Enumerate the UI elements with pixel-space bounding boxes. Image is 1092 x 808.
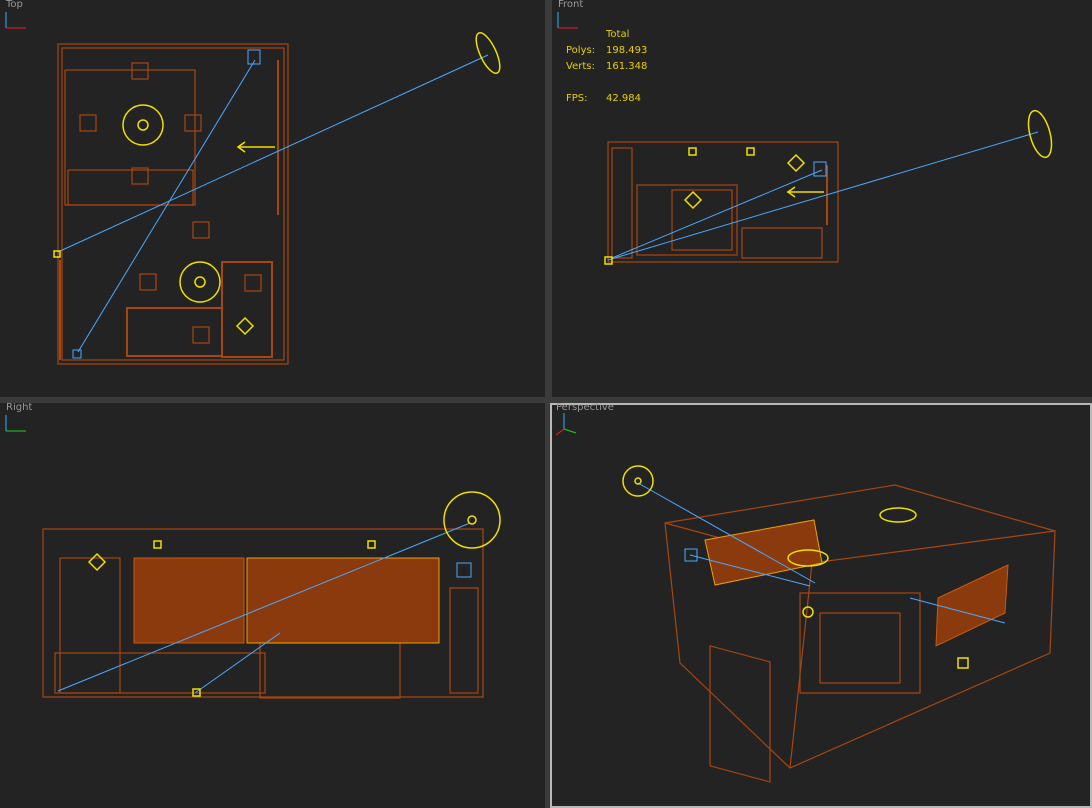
stats-header: Total <box>606 29 630 40</box>
scene-wireframe <box>42 491 501 699</box>
polys-label: Polys: <box>566 45 596 56</box>
axis-tripod-icon <box>555 413 577 436</box>
axis-tripod-icon <box>557 12 578 29</box>
viewport-label[interactable]: Front <box>558 0 584 10</box>
room-outline <box>57 43 289 365</box>
viewport-right[interactable]: Right <box>0 403 545 808</box>
scene-wireframe <box>622 465 1056 783</box>
fps-value: 42.984 <box>606 93 641 104</box>
viewport-label[interactable]: Right <box>6 403 33 413</box>
axis-tripod-icon <box>5 12 26 29</box>
viewport-top[interactable]: Top <box>0 0 545 397</box>
scene-wireframe <box>53 32 501 365</box>
axis-tripod-icon <box>5 415 26 432</box>
viewport-front[interactable]: Front Total Polys: 198.493 Verts: 161.34… <box>552 0 1092 397</box>
polys-value: 198.493 <box>606 45 648 56</box>
fps-label: FPS: <box>566 93 588 104</box>
viewport-perspective[interactable]: Perspective <box>550 403 1092 808</box>
viewport-label[interactable]: Top <box>6 0 23 10</box>
verts-value: 161.348 <box>606 61 648 72</box>
scene-wireframe <box>604 109 1053 265</box>
viewport-label[interactable]: Perspective <box>556 403 614 413</box>
verts-label: Verts: <box>566 61 595 72</box>
